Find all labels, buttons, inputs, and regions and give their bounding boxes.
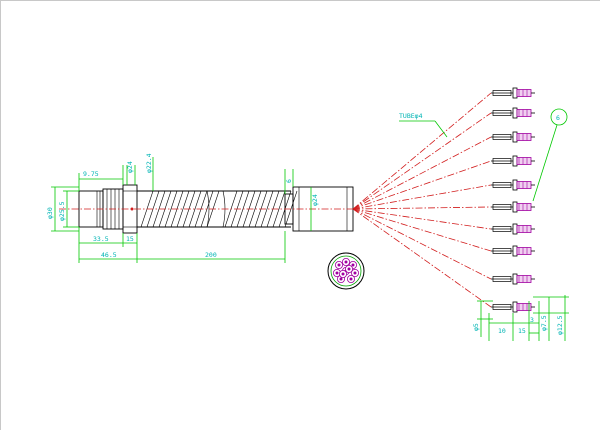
dim-15-left: 15 xyxy=(126,235,134,243)
dim-phi7-5: φ7.5 xyxy=(540,315,548,331)
wire-terminal xyxy=(491,131,535,143)
wire-lead xyxy=(352,206,492,210)
dim-10: 10 xyxy=(498,327,506,335)
wire-terminal xyxy=(491,155,535,167)
wire-lead xyxy=(352,136,492,210)
wire-lead xyxy=(352,208,492,230)
conductor-core xyxy=(347,267,351,271)
conductor-core xyxy=(351,263,355,267)
conductor-core xyxy=(335,271,339,275)
hose-spiral-stroke xyxy=(272,190,286,228)
cross-section xyxy=(327,252,365,290)
wire-lead xyxy=(352,92,492,210)
wire-lead xyxy=(352,208,492,308)
dim-9-75: 9.75 xyxy=(83,170,99,178)
wire-terminal xyxy=(491,179,535,191)
dim-phi22-4: φ22.4 xyxy=(145,153,153,173)
wire-lead xyxy=(352,160,492,210)
dim-phi24-right: φ24 xyxy=(311,194,319,206)
dimension-text: φ30 φ25.5 9.75 φ24 φ22.4 33.5 15 46.5 20… xyxy=(46,112,564,335)
terminal-column xyxy=(491,87,535,313)
wire-terminal xyxy=(491,107,535,119)
dim-phi5: φ5 xyxy=(472,323,480,331)
conductor-core xyxy=(337,263,341,267)
dim-phi25-5: φ25.5 xyxy=(58,201,66,221)
dim-33-5: 33.5 xyxy=(93,235,109,243)
item-balloon-number: 6 xyxy=(556,114,560,122)
hose-spiral-stroke xyxy=(164,190,178,228)
hose-spiral-stroke xyxy=(188,190,202,228)
dim-200: 200 xyxy=(205,251,217,259)
dimension-lines xyxy=(51,108,569,341)
wire-lead xyxy=(352,184,492,210)
dim-6: 6 xyxy=(285,179,293,183)
dim-phi30: φ30 xyxy=(46,207,54,219)
wire-lead xyxy=(352,112,492,210)
hose-spiral-stroke xyxy=(248,190,262,228)
wire-terminal xyxy=(491,245,535,257)
dim-46-5: 46.5 xyxy=(101,251,117,259)
hose-spiral-stroke xyxy=(260,190,274,228)
wire-lead xyxy=(352,208,492,280)
conductor-core xyxy=(339,277,343,281)
dim-phi24-top: φ24 xyxy=(126,161,134,173)
spiral-hose xyxy=(137,190,298,228)
dim-15-bottom: 15 xyxy=(518,327,526,335)
wire-fan-out xyxy=(352,92,492,308)
conductor-core xyxy=(353,271,357,275)
conductor-core xyxy=(341,272,345,276)
wire-terminal xyxy=(491,223,535,235)
wire-terminal xyxy=(491,201,535,213)
wire-terminal xyxy=(491,301,535,313)
conductor-core xyxy=(349,277,353,281)
dim-phi12-5: φ12.5 xyxy=(556,315,564,335)
wire-terminal xyxy=(491,87,535,99)
tube-label: TUBEφ4 xyxy=(399,112,423,120)
conductor-core xyxy=(344,260,348,264)
wire-terminal xyxy=(491,273,535,285)
dim-3: 3 xyxy=(530,316,534,324)
wire-lead xyxy=(352,208,492,252)
hose-spiral-stroke xyxy=(176,190,190,228)
